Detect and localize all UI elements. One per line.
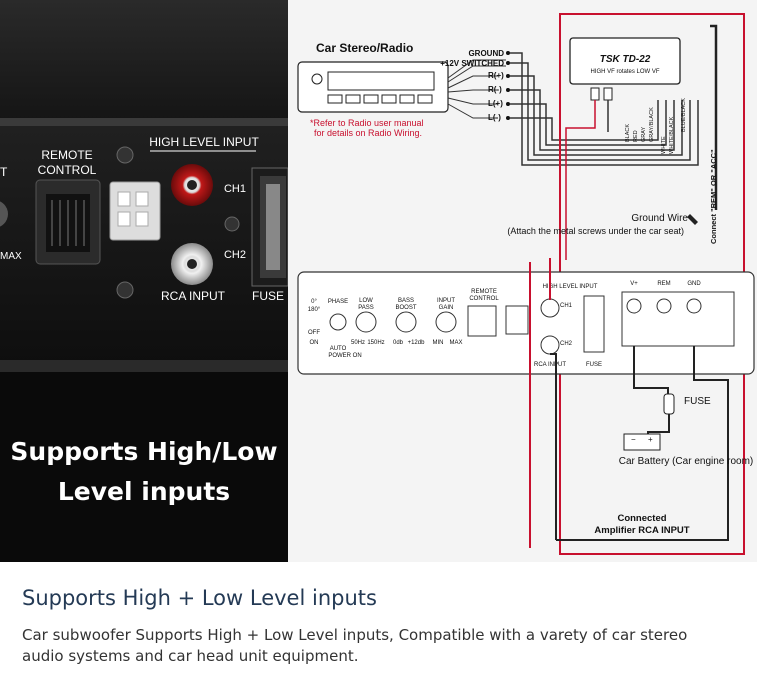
wrench-icon: [687, 214, 698, 225]
connected-line-1: Connected: [617, 513, 666, 524]
note-line-2: for details on Radio Wiring.: [314, 128, 422, 138]
tsk-model-label: TSK TD-22: [600, 54, 651, 65]
high-level-panel-label: HIGH LEVEL INPUT: [543, 284, 598, 290]
product-photo: REMOTE CONTROL HIGH LEVEL INPUT CH1 CH2 …: [0, 0, 288, 562]
wiring-diagram: Car Stereo/Radio *Refer to Radio user ma…: [288, 0, 757, 562]
fuse-panel-label: FUSE: [586, 362, 602, 368]
ch1-panel-label: CH1: [560, 303, 573, 309]
switched-label: +12V SWITCHED: [440, 59, 504, 68]
connected-line-2: Amplifier RCA INPUT: [594, 525, 689, 536]
overlay-line-1: Supports High/Low: [10, 437, 278, 466]
pass-label: PASS: [358, 305, 374, 311]
screw-icon: [224, 216, 240, 232]
db0-label: 0db: [393, 340, 404, 346]
amplifier-panel-icon: [297, 271, 755, 375]
overlay-line-2: Level inputs: [57, 477, 231, 506]
vplus-label: V+: [630, 281, 638, 287]
gnd-label: GND: [687, 281, 701, 287]
ch1-label: CH1: [224, 183, 246, 195]
high-level-input-label: HIGH LEVEL INPUT: [149, 135, 259, 149]
min-label: MIN: [433, 340, 444, 346]
hero-overlay-title: Supports High/Low Level inputs: [0, 432, 288, 512]
l-plus-label: L(+): [488, 99, 503, 108]
ch2-panel-label: CH2: [560, 341, 573, 347]
fuse-photo-label: FUSE: [252, 289, 284, 303]
car-stereo-title: Car Stereo/Radio: [316, 41, 413, 55]
gain-label: GAIN: [439, 305, 454, 311]
wire-gray-label: GRAY: [641, 126, 647, 142]
on-label: ON: [310, 340, 319, 346]
svg-text:+: +: [648, 435, 653, 444]
ground-wire-label: Ground Wire: [631, 213, 688, 224]
rca-input-label: RCA INPUT: [161, 289, 226, 303]
wire-black-label: BLACK: [625, 124, 631, 142]
deg0-label: 0°: [311, 299, 317, 305]
battery-label: Car Battery (Car engine room): [619, 456, 754, 467]
t-label: T: [0, 165, 8, 179]
boost-label: BOOST: [395, 305, 416, 311]
db12-label: +12db: [408, 340, 426, 346]
battery-icon: [623, 433, 661, 451]
phase-label: PHASE: [328, 299, 348, 305]
svg-text:−: −: [631, 435, 636, 444]
tsk-module-icon: [569, 37, 681, 85]
r-minus-label: R(-): [488, 85, 502, 94]
wire-whiteblack-label: WHITE/BLACK: [669, 116, 675, 154]
note-line-1: *Refer to Radio user manual: [310, 118, 424, 128]
l-minus-label: L(-): [488, 113, 501, 122]
wire-red-label: RED: [633, 130, 639, 142]
max-label: MAX: [0, 251, 22, 262]
wiring-diagram-svg: Car Stereo/Radio *Refer to Radio user ma…: [297, 13, 755, 555]
caption-area: [0, 562, 757, 699]
hz50-label: 50Hz: [351, 340, 365, 346]
caption-text: Car subwoofer Supports High + Low Level …: [22, 626, 688, 665]
power-on-label: POWER ON: [328, 353, 361, 359]
caption-title: Supports High + Low Level inputs: [22, 586, 377, 610]
r-plus-label: R(+): [488, 71, 504, 80]
input-label: INPUT: [437, 298, 455, 304]
connect-rem-label: Connect "REM" OR "ACC": [709, 149, 718, 244]
wire-white-label: WHITE: [661, 136, 667, 154]
screw-icon: [116, 281, 134, 299]
ch2-label: CH2: [224, 249, 246, 261]
hz150-label: 150Hz: [367, 340, 384, 346]
auto-label: AUTO: [330, 346, 347, 352]
remote-panel-label: REMOTE: [471, 289, 497, 295]
deg180-label: 180°: [308, 307, 321, 313]
rca-panel-label: RCA INPUT: [534, 362, 566, 368]
fuse-inline-label: FUSE: [684, 396, 711, 407]
rem-label: REM: [657, 281, 670, 287]
low-label: LOW: [359, 298, 373, 304]
wire-blueblack-label: BLUE/BLACK: [681, 98, 687, 132]
high-level-connector-icon: [109, 181, 161, 241]
remote-label: REMOTE: [41, 148, 92, 162]
screw-icon: [116, 146, 134, 164]
tsk-sub-label: HIGH VF rotates LOW VF: [590, 69, 659, 75]
wire-grayblack-label: GRAY/BLACK: [649, 107, 655, 142]
knob-icon: [0, 201, 8, 227]
inline-fuse-icon: [663, 393, 675, 415]
bass-label: BASS: [398, 298, 414, 304]
off-label: OFF: [308, 330, 320, 336]
ground-label: GROUND: [468, 49, 504, 58]
ground-wire-note: (Attach the metal screws under the car s…: [507, 226, 684, 236]
hero-image: REMOTE CONTROL HIGH LEVEL INPUT CH1 CH2 …: [0, 0, 757, 562]
amplifier-photo: REMOTE CONTROL HIGH LEVEL INPUT CH1 CH2 …: [0, 0, 288, 562]
max-panel-label: MAX: [449, 340, 462, 346]
car-stereo-icon: [297, 61, 449, 113]
control-panel-label: CONTROL: [469, 296, 499, 302]
control-label: CONTROL: [38, 163, 97, 177]
